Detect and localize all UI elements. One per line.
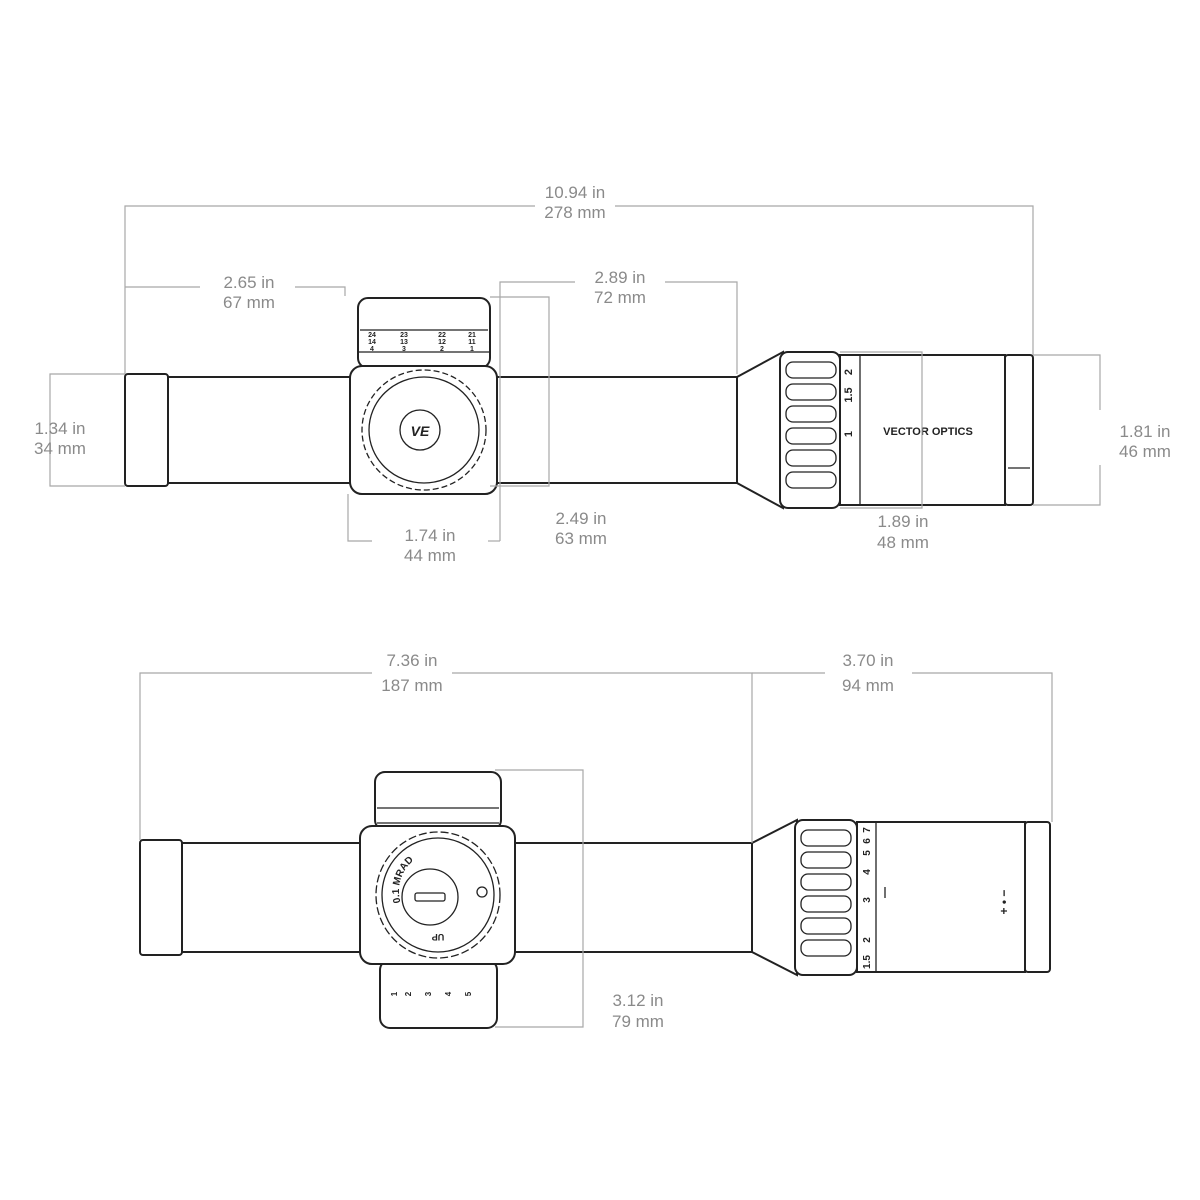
- flare: [751, 818, 798, 977]
- svg-text:14: 14: [368, 339, 376, 346]
- dim-text: 1.74 in: [404, 526, 455, 545]
- svg-text:21: 21: [468, 332, 476, 339]
- dim-text: 46 mm: [1119, 442, 1171, 461]
- dim-text: 48 mm: [877, 533, 929, 552]
- svg-text:23: 23: [400, 332, 408, 339]
- svg-text:5: 5: [464, 991, 473, 996]
- dim-overall-in: 10.94 in: [545, 183, 606, 202]
- dim-text: 187 mm: [381, 676, 442, 695]
- dim-text: 2.89 in: [594, 268, 645, 287]
- ocular-tube: [167, 376, 359, 484]
- svg-text:2: 2: [404, 991, 413, 996]
- turret-knurl: [358, 329, 490, 353]
- svg-text:1: 1: [470, 346, 474, 353]
- turret-numbers: 24 14 4 23 13 3 22 12 2 21 11 1: [368, 332, 476, 353]
- svg-text:4: 4: [444, 991, 453, 996]
- dim-overall-mm: 278 mm: [544, 203, 605, 222]
- mag-mark: 1: [843, 431, 855, 437]
- flare: [736, 350, 784, 510]
- dim-text: 67 mm: [223, 293, 275, 312]
- dim-text: 2.49 in: [555, 509, 606, 528]
- main-tube: [489, 376, 741, 484]
- objective-end: [1004, 354, 1034, 506]
- logo-badge: [399, 409, 441, 451]
- dim-text: 1.81 in: [1119, 422, 1170, 441]
- svg-text:6: 6: [862, 838, 873, 844]
- svg-text:7: 7: [862, 827, 873, 833]
- dim-text: 7.36 in: [386, 651, 437, 670]
- svg-text:4: 4: [370, 346, 374, 353]
- svg-text:2: 2: [440, 346, 444, 353]
- svg-text:24: 24: [368, 332, 376, 339]
- mag-mark: 1.5: [843, 387, 855, 402]
- svg-text:13: 13: [400, 339, 408, 346]
- eyepiece: [124, 373, 169, 487]
- dim-text: 79 mm: [612, 1012, 664, 1031]
- svg-text:11: 11: [468, 339, 476, 346]
- eyepiece: [139, 839, 183, 956]
- svg-text:3: 3: [402, 346, 406, 353]
- svg-text:1: 1: [390, 991, 399, 996]
- top-view-scope: 24 14 4 23 13 3 22 12 2 21 11 1 VE 2 1.5…: [124, 297, 1034, 510]
- coin-slot: [414, 892, 446, 902]
- side-dimensions: 7.36 in 187 mm 3.70 in 94 mm 3.12 in 79 …: [139, 651, 1053, 1031]
- mag-mark: 2: [843, 369, 855, 375]
- logo-text: VE: [411, 423, 430, 439]
- dim-text: 3.70 in: [842, 651, 893, 670]
- svg-text:4: 4: [862, 869, 873, 875]
- dim-text: 1.34 in: [34, 419, 85, 438]
- dim-text: 34 mm: [34, 439, 86, 458]
- svg-text:3: 3: [862, 897, 873, 903]
- dim-text: 44 mm: [404, 546, 456, 565]
- brand-text: VECTOR OPTICS: [883, 426, 973, 438]
- dim-text: 2.65 in: [223, 273, 274, 292]
- top-dimensions: 10.94 in 278 mm 2.65 in 67 mm 2.89 in 72…: [34, 183, 1171, 565]
- dim-text: 94 mm: [842, 676, 894, 695]
- svg-text:3: 3: [424, 991, 433, 996]
- windage-cap: [401, 868, 459, 926]
- svg-text:2: 2: [862, 937, 873, 943]
- dim-text: 3.12 in: [612, 991, 663, 1010]
- up-label: UP: [432, 932, 445, 942]
- focus-marks: + • −: [997, 890, 1011, 915]
- dim-text: 72 mm: [594, 288, 646, 307]
- windage-knob: [375, 831, 501, 959]
- dim-text: 63 mm: [555, 529, 607, 548]
- turret-housing: [359, 825, 516, 965]
- mag-marks: 1.5 2 3 4 5 6 7: [862, 827, 873, 969]
- side-knob-knurl: [361, 369, 487, 491]
- main-tube: [504, 842, 756, 953]
- svg-text:1.5: 1.5: [862, 955, 873, 969]
- dim-text: 1.89 in: [877, 512, 928, 531]
- illum-marks: 1 2 3 4 5: [390, 991, 473, 996]
- ocular-tube: [181, 842, 368, 953]
- ring-grip: [800, 829, 852, 957]
- svg-text:5: 5: [862, 850, 873, 856]
- svg-text:12: 12: [438, 339, 446, 346]
- objective-end: [1024, 821, 1051, 973]
- elevation-turret-cap: [374, 771, 502, 831]
- ring-grip: [785, 361, 837, 489]
- turret-housing: [349, 365, 498, 495]
- svg-text:22: 22: [438, 332, 446, 339]
